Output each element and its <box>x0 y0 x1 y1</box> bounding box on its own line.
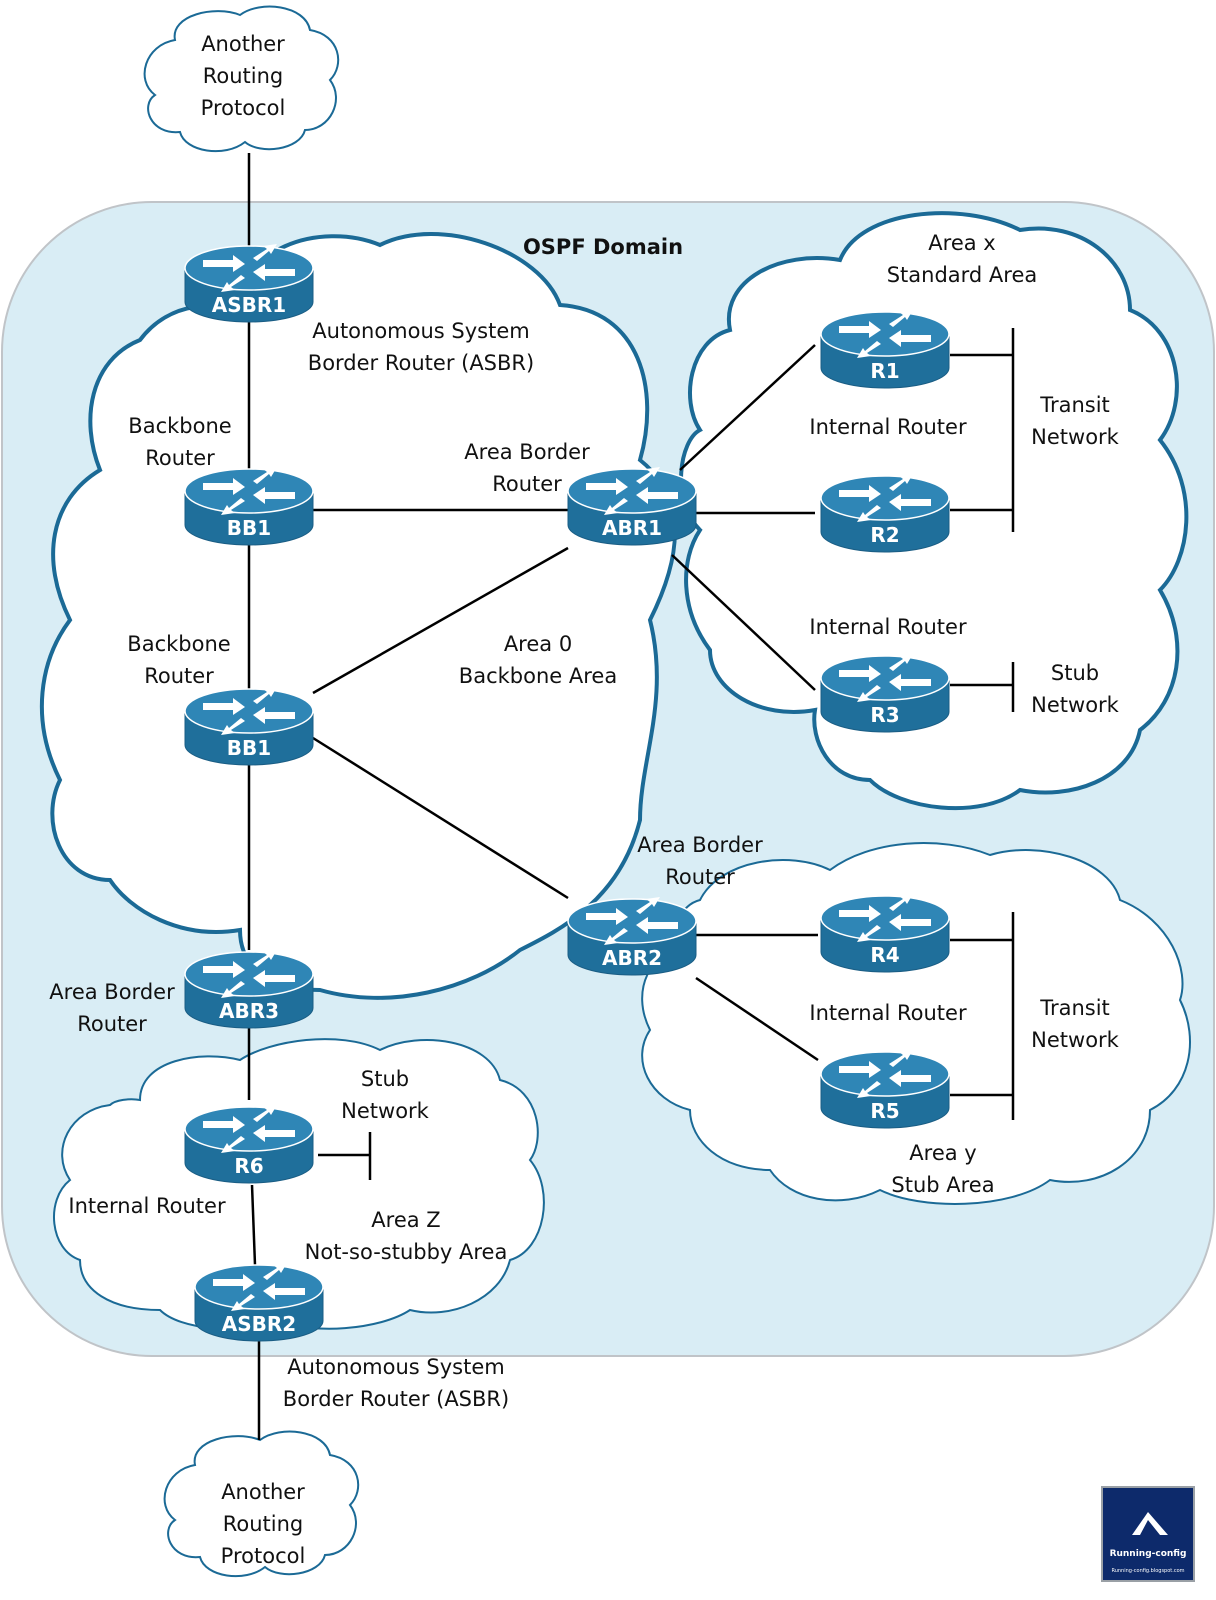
svg-text:Backbone: Backbone <box>128 414 231 438</box>
router-asbr1[interactable]: ASBR1 <box>184 243 314 323</box>
router-label: R3 <box>870 703 899 727</box>
svg-text:Transit: Transit <box>1039 996 1110 1020</box>
router-r5[interactable]: R5 <box>820 1049 950 1129</box>
svg-text:Border Router (ASBR): Border Router (ASBR) <box>308 351 534 375</box>
router-label: ASBR1 <box>212 293 286 317</box>
svg-text:Backbone Area: Backbone Area <box>459 664 617 688</box>
router-label: R2 <box>870 523 899 547</box>
areaz-cloud <box>53 1038 545 1330</box>
svg-text:Network: Network <box>1031 693 1120 717</box>
router-r6[interactable]: R6 <box>184 1104 314 1184</box>
svg-text:Router: Router <box>492 472 562 496</box>
backbone-router-label-1: Backbone Router <box>128 414 231 470</box>
router-bb1-top[interactable]: BB1 <box>184 466 314 546</box>
svg-text:Area 0: Area 0 <box>504 632 572 656</box>
svg-text:Stub Area: Stub Area <box>891 1173 994 1197</box>
svg-text:Area Z: Area Z <box>371 1208 440 1232</box>
svg-text:Area Border: Area Border <box>637 833 763 857</box>
svg-text:Network: Network <box>341 1099 430 1123</box>
svg-text:Protocol: Protocol <box>201 96 286 120</box>
router-label: BB1 <box>227 736 271 760</box>
router-label: BB1 <box>227 516 271 540</box>
running-config-logo-icon <box>1132 1512 1168 1535</box>
svg-text:Stub: Stub <box>1051 661 1099 685</box>
router-label: R1 <box>870 359 899 383</box>
router-label: ASBR2 <box>222 1312 296 1336</box>
svg-text:Standard Area: Standard Area <box>887 263 1038 287</box>
asbr-bottom-label: Autonomous System Border Router (ASBR) <box>283 1355 509 1411</box>
area0-label: Area 0 Backbone Area <box>459 632 617 688</box>
internal-router-label-1: Internal Router <box>809 415 967 439</box>
svg-text:Another: Another <box>201 32 285 56</box>
svg-text:Network: Network <box>1031 425 1120 449</box>
abr3-label: Area Border Router <box>49 980 175 1036</box>
svg-text:Router: Router <box>144 664 214 688</box>
router-r4[interactable]: R4 <box>820 893 950 973</box>
areay-label: Area y Stub Area <box>891 1141 994 1197</box>
stub-network-label-1: Stub Network <box>1031 661 1120 717</box>
svg-text:Area y: Area y <box>909 1141 976 1165</box>
transit-network-label-1: Transit Network <box>1031 393 1120 449</box>
svg-text:Border Router (ASBR): Border Router (ASBR) <box>283 1387 509 1411</box>
router-label: ABR3 <box>219 999 279 1023</box>
areay-cloud <box>641 842 1191 1205</box>
svg-text:Router: Router <box>145 446 215 470</box>
router-abr1[interactable]: ABR1 <box>567 466 697 546</box>
svg-text:Routing: Routing <box>223 1512 304 1536</box>
svg-text:Autonomous System: Autonomous System <box>312 319 529 343</box>
logo-name: Running-config <box>1110 1549 1187 1559</box>
router-label: ABR1 <box>602 516 662 540</box>
svg-text:Another: Another <box>221 1480 305 1504</box>
router-r1[interactable]: R1 <box>820 309 950 389</box>
backbone-router-label-2: Backbone Router <box>127 632 230 688</box>
internal-router-label-4: Internal Router <box>68 1194 226 1218</box>
router-label: R4 <box>870 943 899 967</box>
svg-text:Not-so-stubby Area: Not-so-stubby Area <box>305 1240 508 1264</box>
stub-network-label-2: Stub Network <box>341 1067 430 1123</box>
transit-network-label-2: Transit Network <box>1031 996 1120 1052</box>
svg-text:Transit: Transit <box>1039 393 1110 417</box>
svg-text:Router: Router <box>77 1012 147 1036</box>
svg-text:Autonomous System: Autonomous System <box>287 1355 504 1379</box>
router-abr2[interactable]: ABR2 <box>567 896 697 976</box>
router-label: ABR2 <box>602 946 662 970</box>
diagram-title: OSPF Domain <box>523 235 683 259</box>
svg-text:Router: Router <box>665 865 735 889</box>
abr1-label: Area Border Router <box>464 440 590 496</box>
logo-url: Running-config.blogspot.com <box>1111 1568 1184 1574</box>
bottom-external-cloud <box>163 1430 360 1578</box>
internal-router-label-2: Internal Router <box>809 615 967 639</box>
router-abr3[interactable]: ABR3 <box>184 949 314 1029</box>
router-bb1-bottom[interactable]: BB1 <box>184 686 314 766</box>
router-label: R5 <box>870 1099 899 1123</box>
svg-text:Routing: Routing <box>203 64 284 88</box>
svg-text:Stub: Stub <box>361 1067 409 1091</box>
router-asbr2[interactable]: ASBR2 <box>194 1262 324 1342</box>
router-r2[interactable]: R2 <box>820 473 950 553</box>
abr2-label: Area Border Router <box>637 833 763 889</box>
top-external-cloud <box>143 5 340 153</box>
svg-text:Area Border: Area Border <box>464 440 590 464</box>
router-label: R6 <box>234 1154 263 1178</box>
areax-label: Area x Standard Area <box>887 231 1038 287</box>
router-r3[interactable]: R3 <box>820 653 950 733</box>
running-config-logo[interactable]: Running-config Running-config.blogspot.c… <box>1101 1486 1195 1582</box>
asbr-top-label: Autonomous System Border Router (ASBR) <box>308 319 534 375</box>
links <box>247 153 1015 1440</box>
top-cloud-text: Another Routing Protocol <box>201 32 286 120</box>
bottom-cloud-text: Another Routing Protocol <box>221 1480 306 1568</box>
svg-text:Area x: Area x <box>928 231 995 255</box>
svg-text:Area Border: Area Border <box>49 980 175 1004</box>
areaz-label: Area Z Not-so-stubby Area <box>305 1208 508 1264</box>
svg-text:Protocol: Protocol <box>221 1544 306 1568</box>
svg-text:Network: Network <box>1031 1028 1120 1052</box>
svg-text:Backbone: Backbone <box>127 632 230 656</box>
area0-cloud <box>39 231 677 1000</box>
internal-router-label-3: Internal Router <box>809 1001 967 1025</box>
